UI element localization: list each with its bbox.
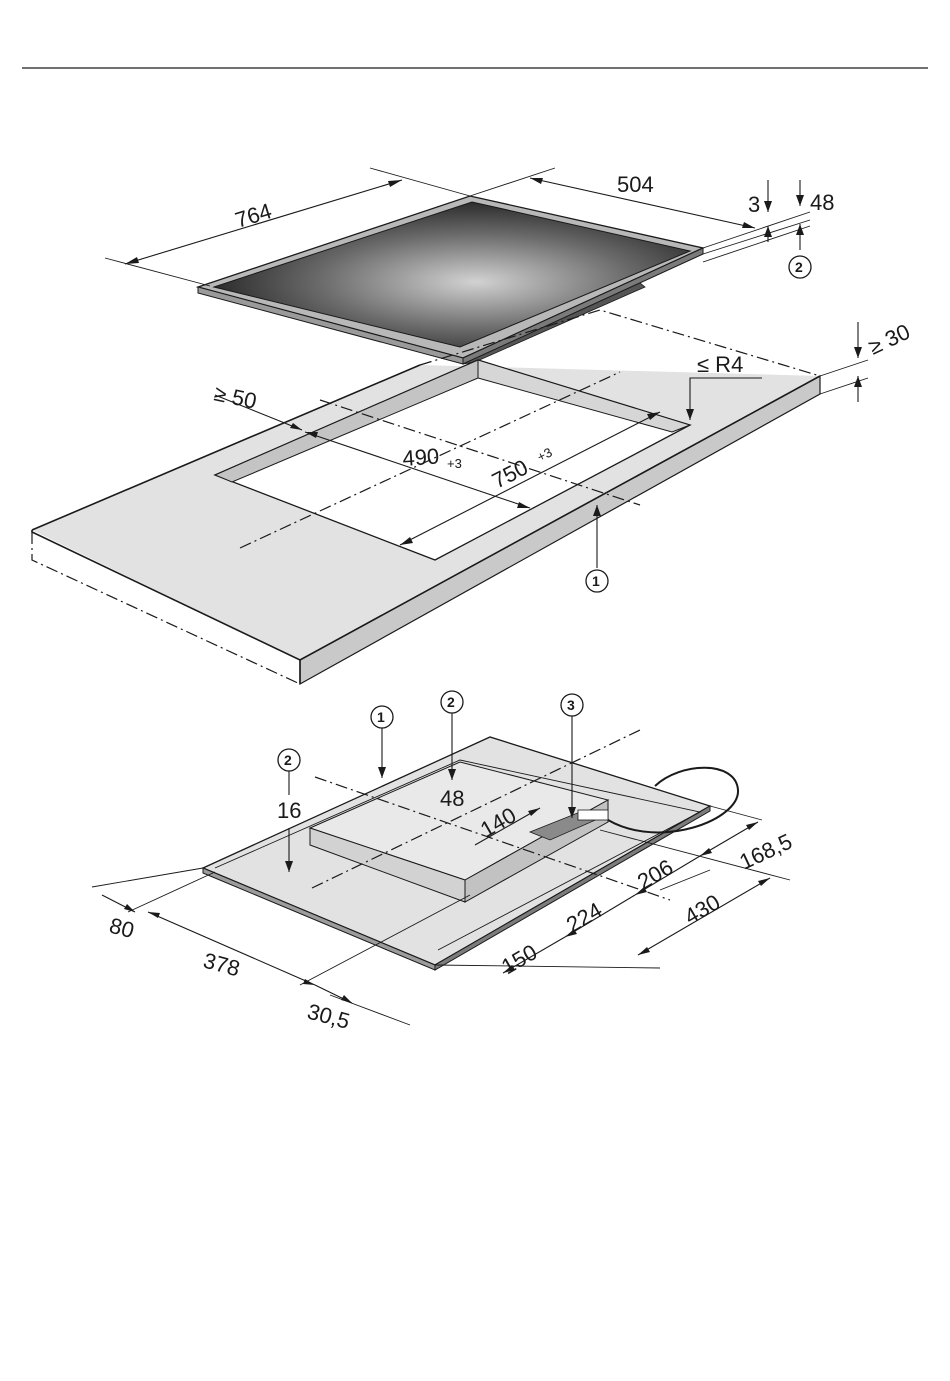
- corner-radius-label: ≤ R4: [697, 352, 743, 377]
- cutout-depth-label: 490: [402, 443, 440, 471]
- worktop-drawing: ≥ 50 490 +3 750 +3 ≤ R4 ≥ 30 1: [32, 310, 914, 684]
- worktop-thickness-label: ≥ 30: [865, 319, 914, 360]
- hob-callout-2: 2: [795, 259, 803, 275]
- terminal-block: [578, 810, 608, 820]
- dim-150-label: 150: [497, 939, 541, 979]
- hob-height-label: 48: [810, 190, 834, 215]
- underside-callout-2b: 2: [284, 752, 292, 768]
- cutout-depth-tolerance: +3: [447, 456, 462, 471]
- cutout-callout-1: 1: [592, 573, 600, 589]
- underside-callout-2: 2: [447, 694, 455, 710]
- underside-drawing: 1 2 48 3 2 16 140 168,5 20: [92, 691, 796, 1034]
- underside-callout-1: 1: [377, 709, 385, 725]
- dim-430-label: 430: [680, 889, 724, 929]
- dim-224-label: 224: [562, 897, 606, 937]
- depth-48-label: 48: [440, 786, 464, 811]
- dim-378-label: 378: [201, 948, 243, 982]
- hob-glass: [214, 202, 690, 347]
- dim-30-5-label: 30,5: [305, 999, 353, 1034]
- hob-width-label: 764: [232, 198, 274, 233]
- dim-80-label: 80: [107, 913, 137, 943]
- dim-206-label: 206: [633, 854, 677, 894]
- depth-16-label: 16: [277, 798, 301, 823]
- hob-drawing: 764 504 3 48 2: [105, 168, 834, 364]
- hob-depth-label: 504: [617, 172, 654, 197]
- glass-thickness-label: 3: [748, 192, 760, 217]
- dim-168-5-label: 168,5: [736, 829, 796, 875]
- underside-callout-3: 3: [567, 697, 575, 713]
